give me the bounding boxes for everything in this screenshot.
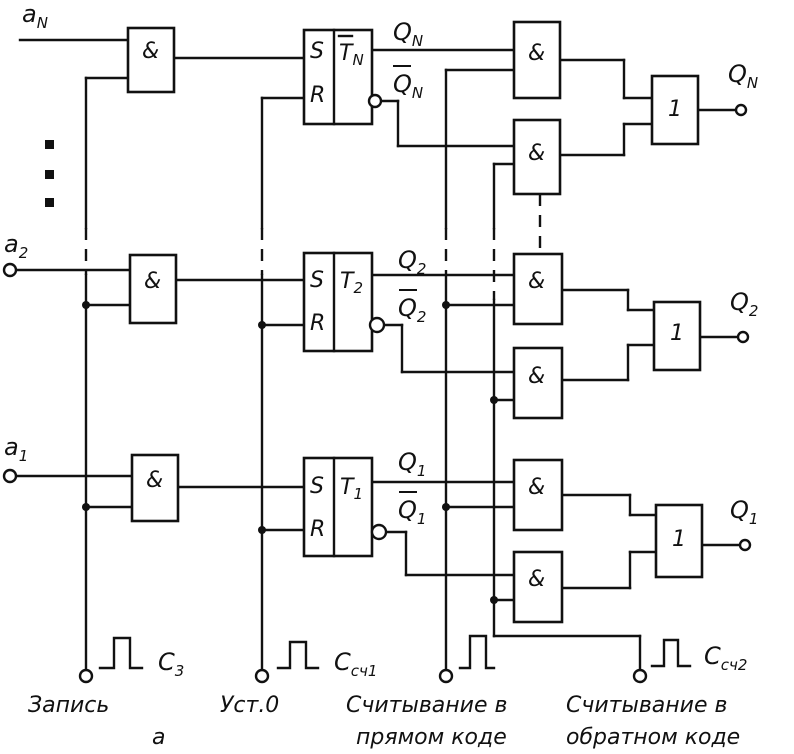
svg-text:1: 1 [668, 97, 682, 122]
svg-text:QN: QN [393, 70, 423, 102]
output-label-q1: Q1 [730, 496, 758, 528]
caption-read-inverse-line2: обратном коде [566, 725, 740, 750]
svg-text:T1: T1 [340, 475, 363, 503]
pulse-label-c3: C3 [158, 648, 184, 680]
svg-text:T2: T2 [340, 269, 363, 297]
svg-text:TN: TN [339, 41, 364, 69]
output-label-qn: QN [728, 60, 758, 92]
svg-text:&: & [528, 269, 545, 294]
output-label-q2: Q2 [730, 288, 758, 320]
junction-dots [82, 301, 498, 604]
flipflop-t2: S R T2 [302, 251, 386, 353]
input-label-a2: a2 [4, 230, 28, 262]
svg-text:1: 1 [672, 527, 686, 552]
read-and-gates: & & & & & & [512, 20, 564, 624]
svg-text:&: & [528, 364, 545, 389]
signal-label-q2-bar: Q2 [398, 289, 426, 326]
svg-text:Q1: Q1 [398, 496, 426, 528]
svg-text:R: R [310, 517, 325, 542]
svg-text:&: & [528, 41, 545, 66]
control-buses [84, 68, 642, 672]
caption-reset: Уст.0 [220, 693, 279, 718]
signal-label-q1: Q1 [398, 448, 426, 480]
input-terminals [2, 140, 54, 484]
pulse-label-csch2: Cсч2 [704, 642, 747, 674]
input-label-a1: a1 [4, 433, 28, 465]
svg-text:&: & [146, 468, 163, 493]
svg-text:&: & [528, 567, 545, 592]
signal-label-q2: Q2 [398, 246, 426, 278]
svg-text:R: R [310, 83, 325, 108]
signal-label-q1-bar: Q1 [398, 491, 426, 528]
wiring [12, 38, 742, 602]
bottom-terminals [78, 668, 648, 684]
caption-read-inverse-line1: Считывание в [566, 693, 727, 718]
caption-read-direct-line2: прямом коде [356, 725, 507, 750]
signal-label-qn-bar: QN [393, 65, 423, 102]
svg-text:&: & [528, 141, 545, 166]
caption-write: Запись [28, 693, 109, 718]
svg-text:S: S [310, 268, 324, 293]
signal-label-qn: QN [393, 18, 423, 50]
figure-letter: а [152, 725, 165, 750]
input-label-an: aN [22, 0, 48, 32]
svg-text:&: & [144, 269, 161, 294]
pulse-icons [98, 634, 692, 670]
flipflop-t1: S R T1 [302, 456, 388, 558]
caption-read-direct-line1: Считывание в [346, 693, 507, 718]
svg-text:S: S [310, 39, 324, 64]
flipflop-tn: S R TN [302, 28, 383, 126]
input-and-gate-1: & [130, 453, 180, 523]
or-gates: 1 1 1 [650, 74, 704, 579]
output-terminals [734, 103, 752, 552]
svg-text:S: S [310, 474, 324, 499]
pulse-label-csch1: Cсч1 [334, 648, 377, 680]
svg-text:Q2: Q2 [398, 294, 426, 326]
input-and-gate-2: & [128, 253, 178, 325]
svg-text:R: R [310, 311, 325, 336]
svg-text:&: & [142, 39, 159, 64]
svg-text:&: & [528, 475, 545, 500]
input-and-gate-n: & [126, 26, 176, 94]
svg-text:1: 1 [670, 321, 684, 346]
